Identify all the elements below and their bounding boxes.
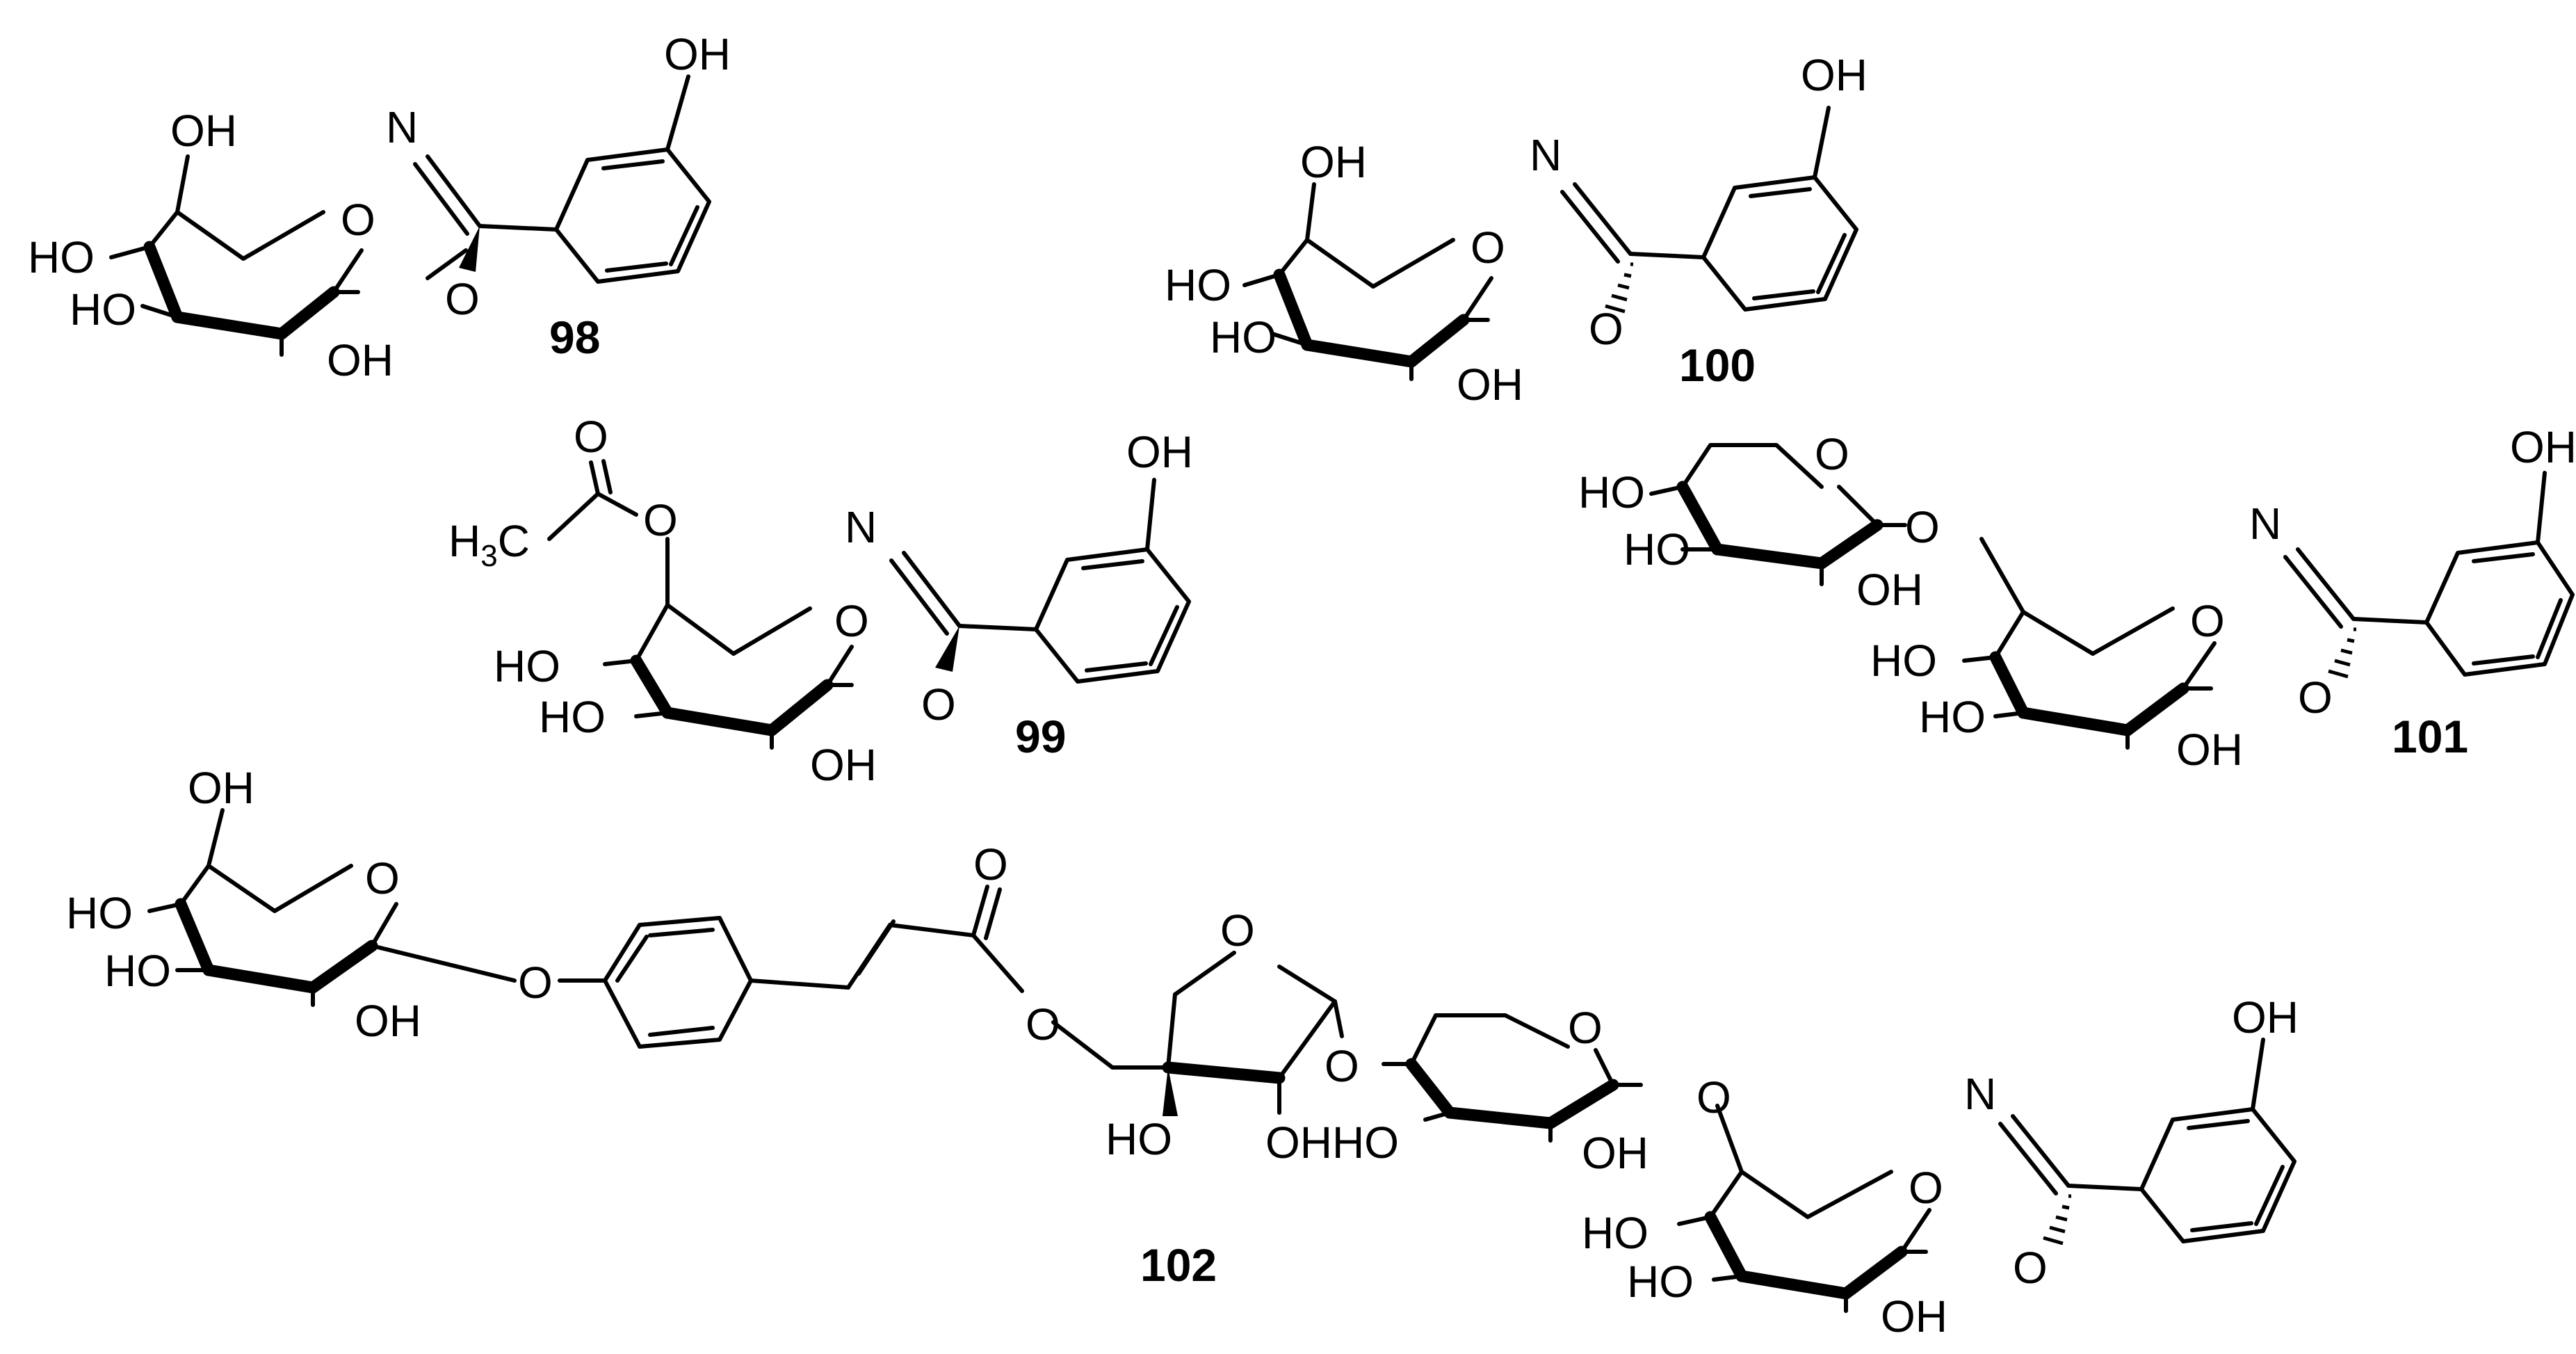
formula-h3c: H3C	[448, 516, 530, 573]
atom-label-ho: HO	[1582, 1208, 1649, 1258]
atom-label-o: O	[834, 596, 869, 646]
atom-label-oh: OH	[2176, 725, 2243, 775]
atom-label-ho: HO	[1165, 260, 1231, 310]
atom-label-o: O	[1471, 223, 1505, 273]
atom-label-oh: OH	[2232, 992, 2299, 1042]
atom-label-oh: OH	[327, 335, 394, 385]
atom-label-o: O	[921, 679, 956, 730]
atom-label-ho: HO	[1870, 636, 1937, 686]
atom-label-o: O	[1909, 1163, 1943, 1213]
atom-label-o: O	[1568, 1003, 1603, 1053]
atom-label-ho: HO	[104, 946, 171, 996]
hashed-bond	[2328, 627, 2356, 679]
atom-label-o: O	[518, 958, 553, 1008]
atom-label-o: O	[1905, 502, 1940, 552]
atom-label-oh: OH	[1881, 1291, 1947, 1341]
atom-label-ho: HO	[66, 888, 133, 938]
atom-label-oh: OH	[810, 740, 877, 790]
atom-label-oh: OH	[1300, 137, 1367, 187]
atom-label-n: N	[1964, 1069, 1996, 1119]
atom-label-oh: OH	[664, 29, 731, 79]
atom-label-n: N	[1530, 130, 1562, 180]
atom-label-o: O	[365, 853, 400, 903]
hashed-bond	[2043, 1194, 2071, 1246]
atom-label-o: O	[1696, 1072, 1731, 1122]
atom-label-oh: OH	[170, 106, 237, 156]
compound-101: O HO HO OH O HO HO OH O O N OH 101	[1578, 422, 2576, 775]
atom-label-ho: HO	[1105, 1114, 1172, 1164]
atom-label-o: O	[973, 839, 1008, 889]
compound-99: O H3C O HO HO OH O O N OH 99	[448, 412, 1193, 790]
atom-label-ho: HO	[70, 284, 136, 335]
compound-number: 99	[1015, 711, 1066, 762]
atom-label-o: O	[2190, 596, 2225, 646]
atom-label-oh: OH	[355, 996, 421, 1046]
atom-label-oh: OH	[1457, 360, 1523, 410]
atom-label-n: N	[2249, 499, 2281, 549]
compound-number: 102	[1140, 1239, 1217, 1291]
atom-label-n: N	[845, 502, 877, 552]
atom-label-ho: HO	[539, 692, 606, 742]
compound-98: OH OH HO HO OH O O N 98	[28, 29, 731, 385]
atom-label-o: O	[1026, 999, 1060, 1049]
atom-label-o: O	[643, 495, 678, 545]
atom-label-o: O	[1220, 905, 1255, 956]
atom-label-o: O	[1325, 1041, 1359, 1091]
atom-label-ho: HO	[1210, 312, 1277, 362]
atom-label-o: O	[2013, 1243, 2048, 1293]
atom-label-ho: HO	[1919, 692, 1986, 742]
atom-label-ho: HO	[1627, 1257, 1694, 1307]
atom-label-oh: OH	[1126, 427, 1193, 477]
atom-label-o: O	[574, 412, 608, 462]
atom-label-ho: HO	[1578, 467, 1645, 517]
atom-label-o: O	[2298, 672, 2333, 723]
atom-label-o: O	[1815, 429, 1849, 479]
compound-number: 98	[549, 312, 600, 363]
compound-100: OH OH HO HO OH O O N 100	[1165, 50, 1868, 410]
compound-number: 101	[2392, 711, 2468, 762]
compound-102: OH HO HO OH O O O O O HO OHHO O O OH O H…	[66, 763, 2299, 1341]
atom-label-ho: HO	[1623, 524, 1690, 574]
atom-label-oh: OH	[1801, 50, 1868, 100]
atom-label-ho: HO	[28, 232, 95, 282]
atom-label-n: N	[386, 102, 418, 152]
atom-label-o: O	[1589, 304, 1623, 354]
atom-label-ohho: OHHO	[1265, 1118, 1399, 1168]
atom-label-oh: OH	[1856, 565, 1923, 615]
atom-label-o: O	[341, 195, 375, 245]
atom-label-oh: OH	[188, 763, 254, 813]
hashed-bond	[1605, 262, 1633, 314]
atom-label-oh: OH	[2510, 422, 2576, 472]
atom-label-o: O	[445, 274, 480, 324]
atom-label-ho: HO	[494, 641, 560, 691]
atom-label-oh: OH	[1582, 1128, 1649, 1178]
compound-number: 100	[1679, 339, 1756, 391]
